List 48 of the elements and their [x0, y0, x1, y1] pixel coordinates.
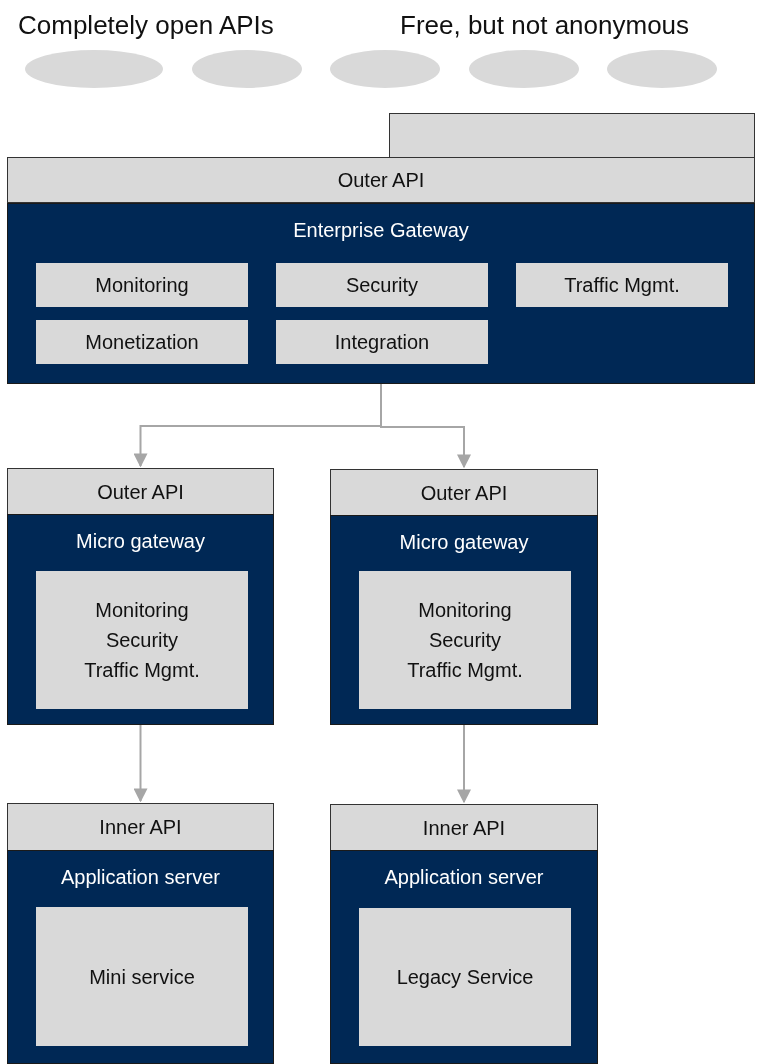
- api-bar: [330, 469, 598, 516]
- feature-box: [36, 263, 248, 307]
- box-label: Outer API: [420, 480, 508, 506]
- box-label: Traffic Mgmt.: [407, 658, 523, 683]
- box-label: Inner API: [422, 815, 506, 841]
- box-label: Monitoring: [95, 598, 189, 623]
- api-bar: [7, 157, 755, 203]
- connector-arrow: [380, 383, 471, 469]
- box-label: Monetization: [85, 330, 199, 355]
- feature-box: [516, 263, 728, 307]
- connector-arrow: [133, 724, 148, 803]
- panel-title: Micro gateway: [399, 530, 529, 555]
- feature-box: [36, 320, 248, 364]
- panel-title: Application server: [384, 865, 544, 890]
- box-label: Outer API: [97, 479, 184, 505]
- gateway-panel: [7, 203, 755, 384]
- api-bar: [7, 803, 274, 851]
- box-label: Traffic Mgmt.: [564, 273, 680, 298]
- feature-box: [36, 571, 248, 709]
- box-label: Traffic Mgmt.: [84, 658, 200, 683]
- box-label: Monitoring: [95, 273, 189, 298]
- box-label: Inner API: [99, 815, 182, 840]
- box-label: Legacy Service: [396, 965, 534, 990]
- box-label: Monitoring: [418, 598, 512, 623]
- feature-box: [36, 907, 248, 1046]
- gateway-panel: [330, 515, 598, 725]
- api-bar: [330, 804, 598, 851]
- panel-title: Application server: [61, 865, 220, 890]
- feature-box: [276, 263, 488, 307]
- box-label: Security: [105, 628, 179, 653]
- gateway-panel: [330, 850, 598, 1064]
- box-label: Integration: [334, 330, 430, 355]
- box-label: Security: [345, 273, 419, 298]
- api-bar: [7, 468, 274, 515]
- heading-label: Free, but not anonymous: [400, 9, 690, 42]
- panel-title: Enterprise Gateway: [293, 218, 469, 243]
- feature-box: [359, 908, 571, 1046]
- gateway-panel: [7, 514, 274, 725]
- api-bar: [389, 113, 755, 158]
- box-label: Mini service: [89, 964, 195, 990]
- feature-box: [359, 571, 571, 709]
- box-label: Outer API: [337, 168, 425, 193]
- panel-title: Micro gateway: [76, 529, 205, 554]
- connector-arrow: [457, 724, 471, 804]
- heading-label: Completely open APIs: [18, 9, 274, 42]
- box-label: Security: [428, 628, 502, 653]
- gateway-panel: [7, 850, 274, 1064]
- feature-box: [276, 320, 488, 364]
